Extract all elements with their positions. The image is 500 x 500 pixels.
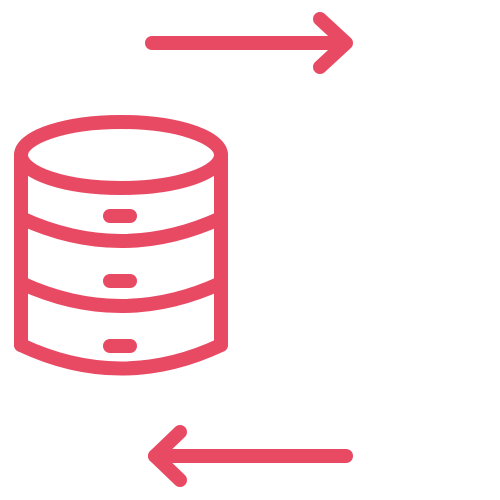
- database-top-ellipse: [14, 115, 228, 195]
- database-divider-1: [14, 211, 228, 248]
- arrow-right-icon: [145, 12, 353, 74]
- database-divider-2: [14, 276, 228, 313]
- database-bottom-curve: [14, 338, 228, 376]
- arrow-left-icon: [148, 425, 353, 487]
- database-icon: [14, 115, 228, 376]
